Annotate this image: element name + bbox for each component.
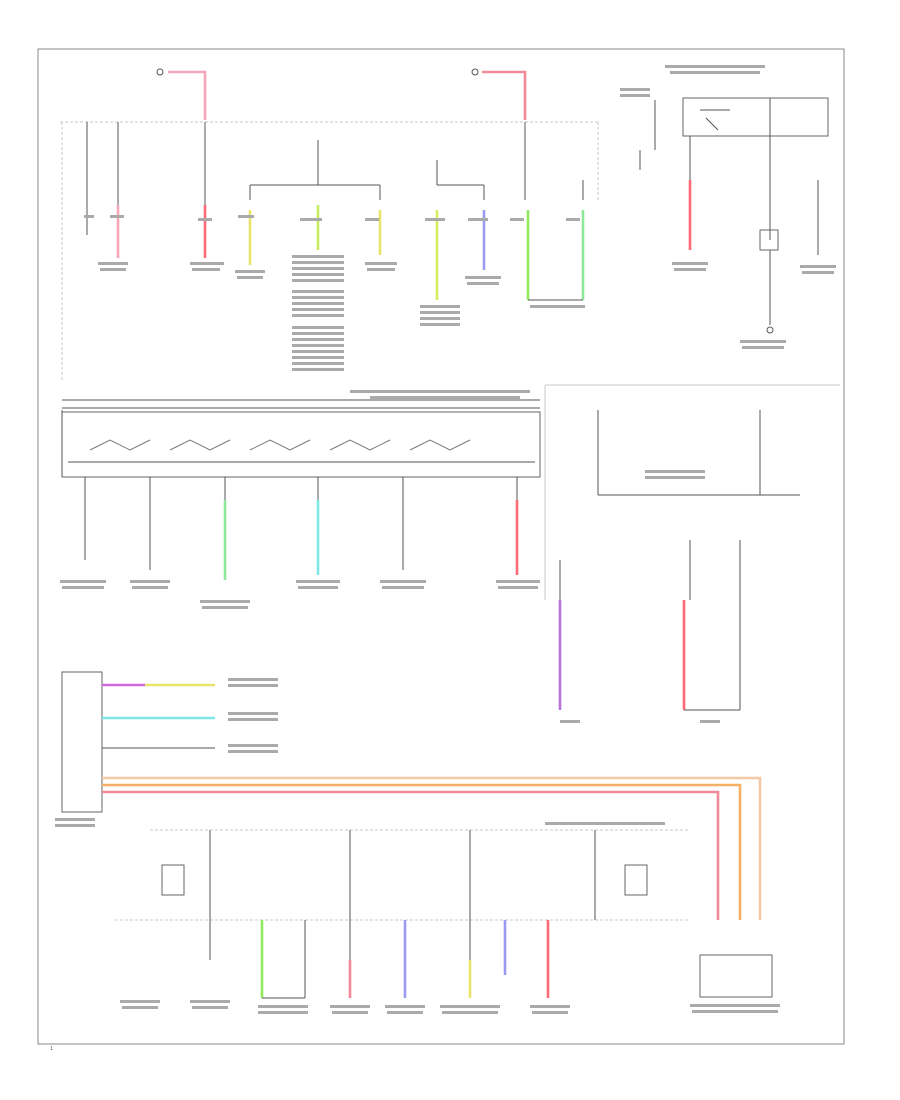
wire-battery-feed: [168, 70, 207, 120]
middle-left-relay-block: [60, 390, 541, 609]
page-number: 1: [50, 1046, 53, 1052]
top-right-relay-block: [620, 65, 836, 349]
lower-left-connectors: [55, 671, 762, 920]
middle-right-relay-block: [544, 384, 840, 723]
wire-battery-feed-2: [482, 70, 527, 120]
wire-pink-1: [102, 790, 720, 920]
wire-peach-1: [102, 776, 762, 920]
wire-orange-1: [102, 783, 742, 920]
top-left-fuse-block: [60, 68, 600, 380]
diagram-border: [37, 48, 845, 1045]
bottom-fuse-block: [115, 822, 780, 1014]
